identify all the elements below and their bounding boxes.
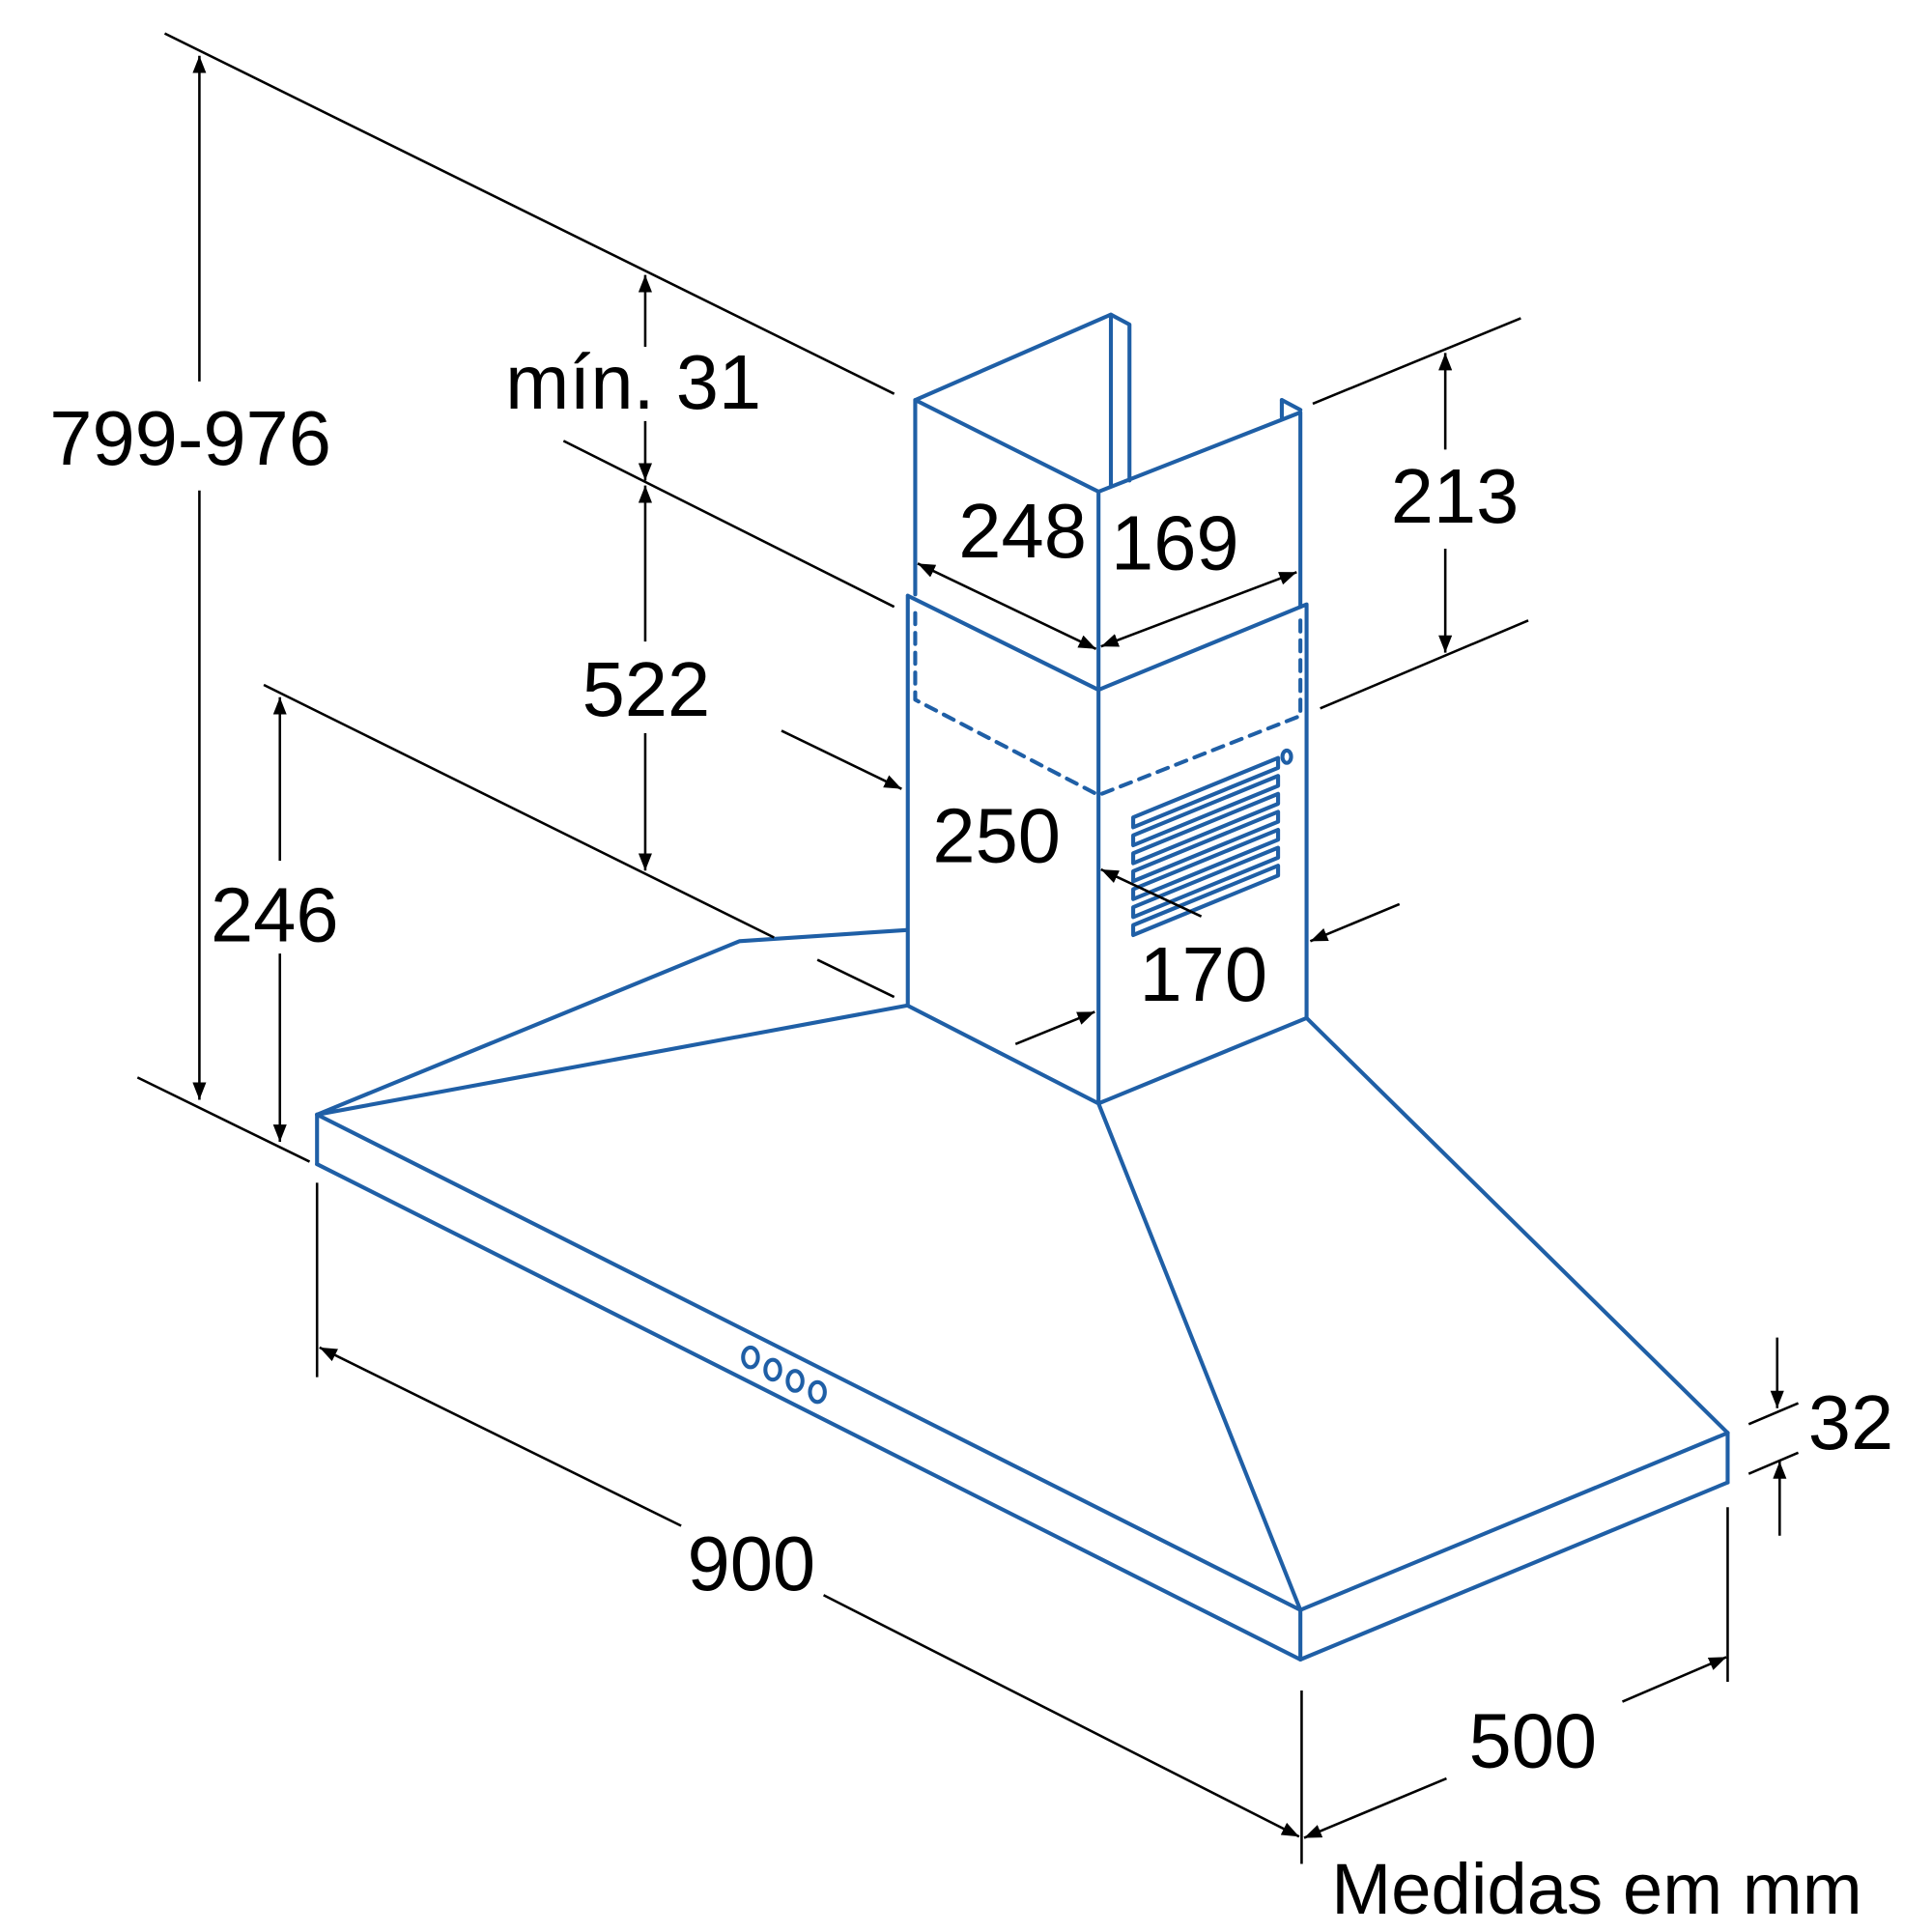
label-chimney-lower: 522	[582, 646, 711, 732]
label-hood-width: 900	[688, 1520, 816, 1606]
canopy-front-slope	[1096, 1101, 1303, 1612]
dimension-line-hood-depth	[1303, 1776, 1447, 1839]
vent-screw	[1280, 748, 1293, 765]
label-canopy-height: 246	[211, 871, 339, 957]
control-button	[808, 1379, 827, 1405]
hidden-overlap-line	[913, 611, 1303, 798]
vent-slot	[1131, 774, 1281, 848]
label-edge-height: 32	[1808, 1379, 1893, 1465]
dimension-line-chimney-depth	[1100, 571, 1297, 648]
label-lower-depth: 170	[1139, 931, 1267, 1017]
control-button	[763, 1357, 782, 1382]
dimension-line-lower-width	[781, 729, 902, 790]
dimension-line-hood-width	[319, 1346, 682, 1527]
hood-outline	[315, 312, 1730, 1662]
vent-slot	[1131, 864, 1281, 938]
vent-slot	[1131, 827, 1281, 901]
vent-slot	[1131, 791, 1281, 866]
label-upper-overlap: 213	[1391, 453, 1520, 539]
label-hood-depth: 500	[1469, 1697, 1598, 1783]
dimension-line-hood-width	[822, 1594, 1300, 1838]
dimension-line-hood-depth	[1621, 1656, 1727, 1703]
upper-chimney	[913, 312, 1303, 693]
dimension-lines	[136, 32, 1800, 1864]
vent-slot	[1131, 845, 1281, 920]
extension-line	[136, 1076, 311, 1163]
units-note: Medidas em mm	[1331, 1849, 1861, 1929]
dimension-line-lower-depth	[1309, 902, 1401, 943]
extension-line	[163, 32, 895, 395]
extension-line	[1312, 317, 1521, 406]
control-button	[741, 1345, 760, 1370]
dimension-line-lower-width	[1014, 1010, 1095, 1045]
dimension-line-lower-depth	[1100, 867, 1203, 918]
canopy-front-bottom	[315, 1162, 1730, 1662]
canopy-right-slope	[1304, 1015, 1730, 1435]
label-total-height: 799-976	[49, 395, 331, 481]
canopy-edges	[315, 1112, 1730, 1662]
control-button	[785, 1369, 805, 1393]
extension-line	[263, 683, 775, 939]
vent-slot	[1131, 755, 1281, 830]
extension-line	[1747, 1451, 1800, 1475]
extension-line	[1747, 1402, 1800, 1426]
label-lower-width: 250	[932, 792, 1061, 878]
label-chimney-depth: 169	[1111, 500, 1239, 586]
vent-slot	[1131, 810, 1281, 884]
canopy-left-slope	[315, 927, 909, 1117]
extension-line	[1320, 619, 1529, 710]
canopy-front-top	[315, 1112, 1730, 1612]
label-chimney-width: 248	[958, 488, 1087, 574]
label-min-clearance: mín. 31	[505, 339, 761, 425]
extension-line	[562, 440, 895, 609]
dimension-line-chimney-width	[917, 562, 1097, 650]
extension-line	[816, 958, 895, 999]
